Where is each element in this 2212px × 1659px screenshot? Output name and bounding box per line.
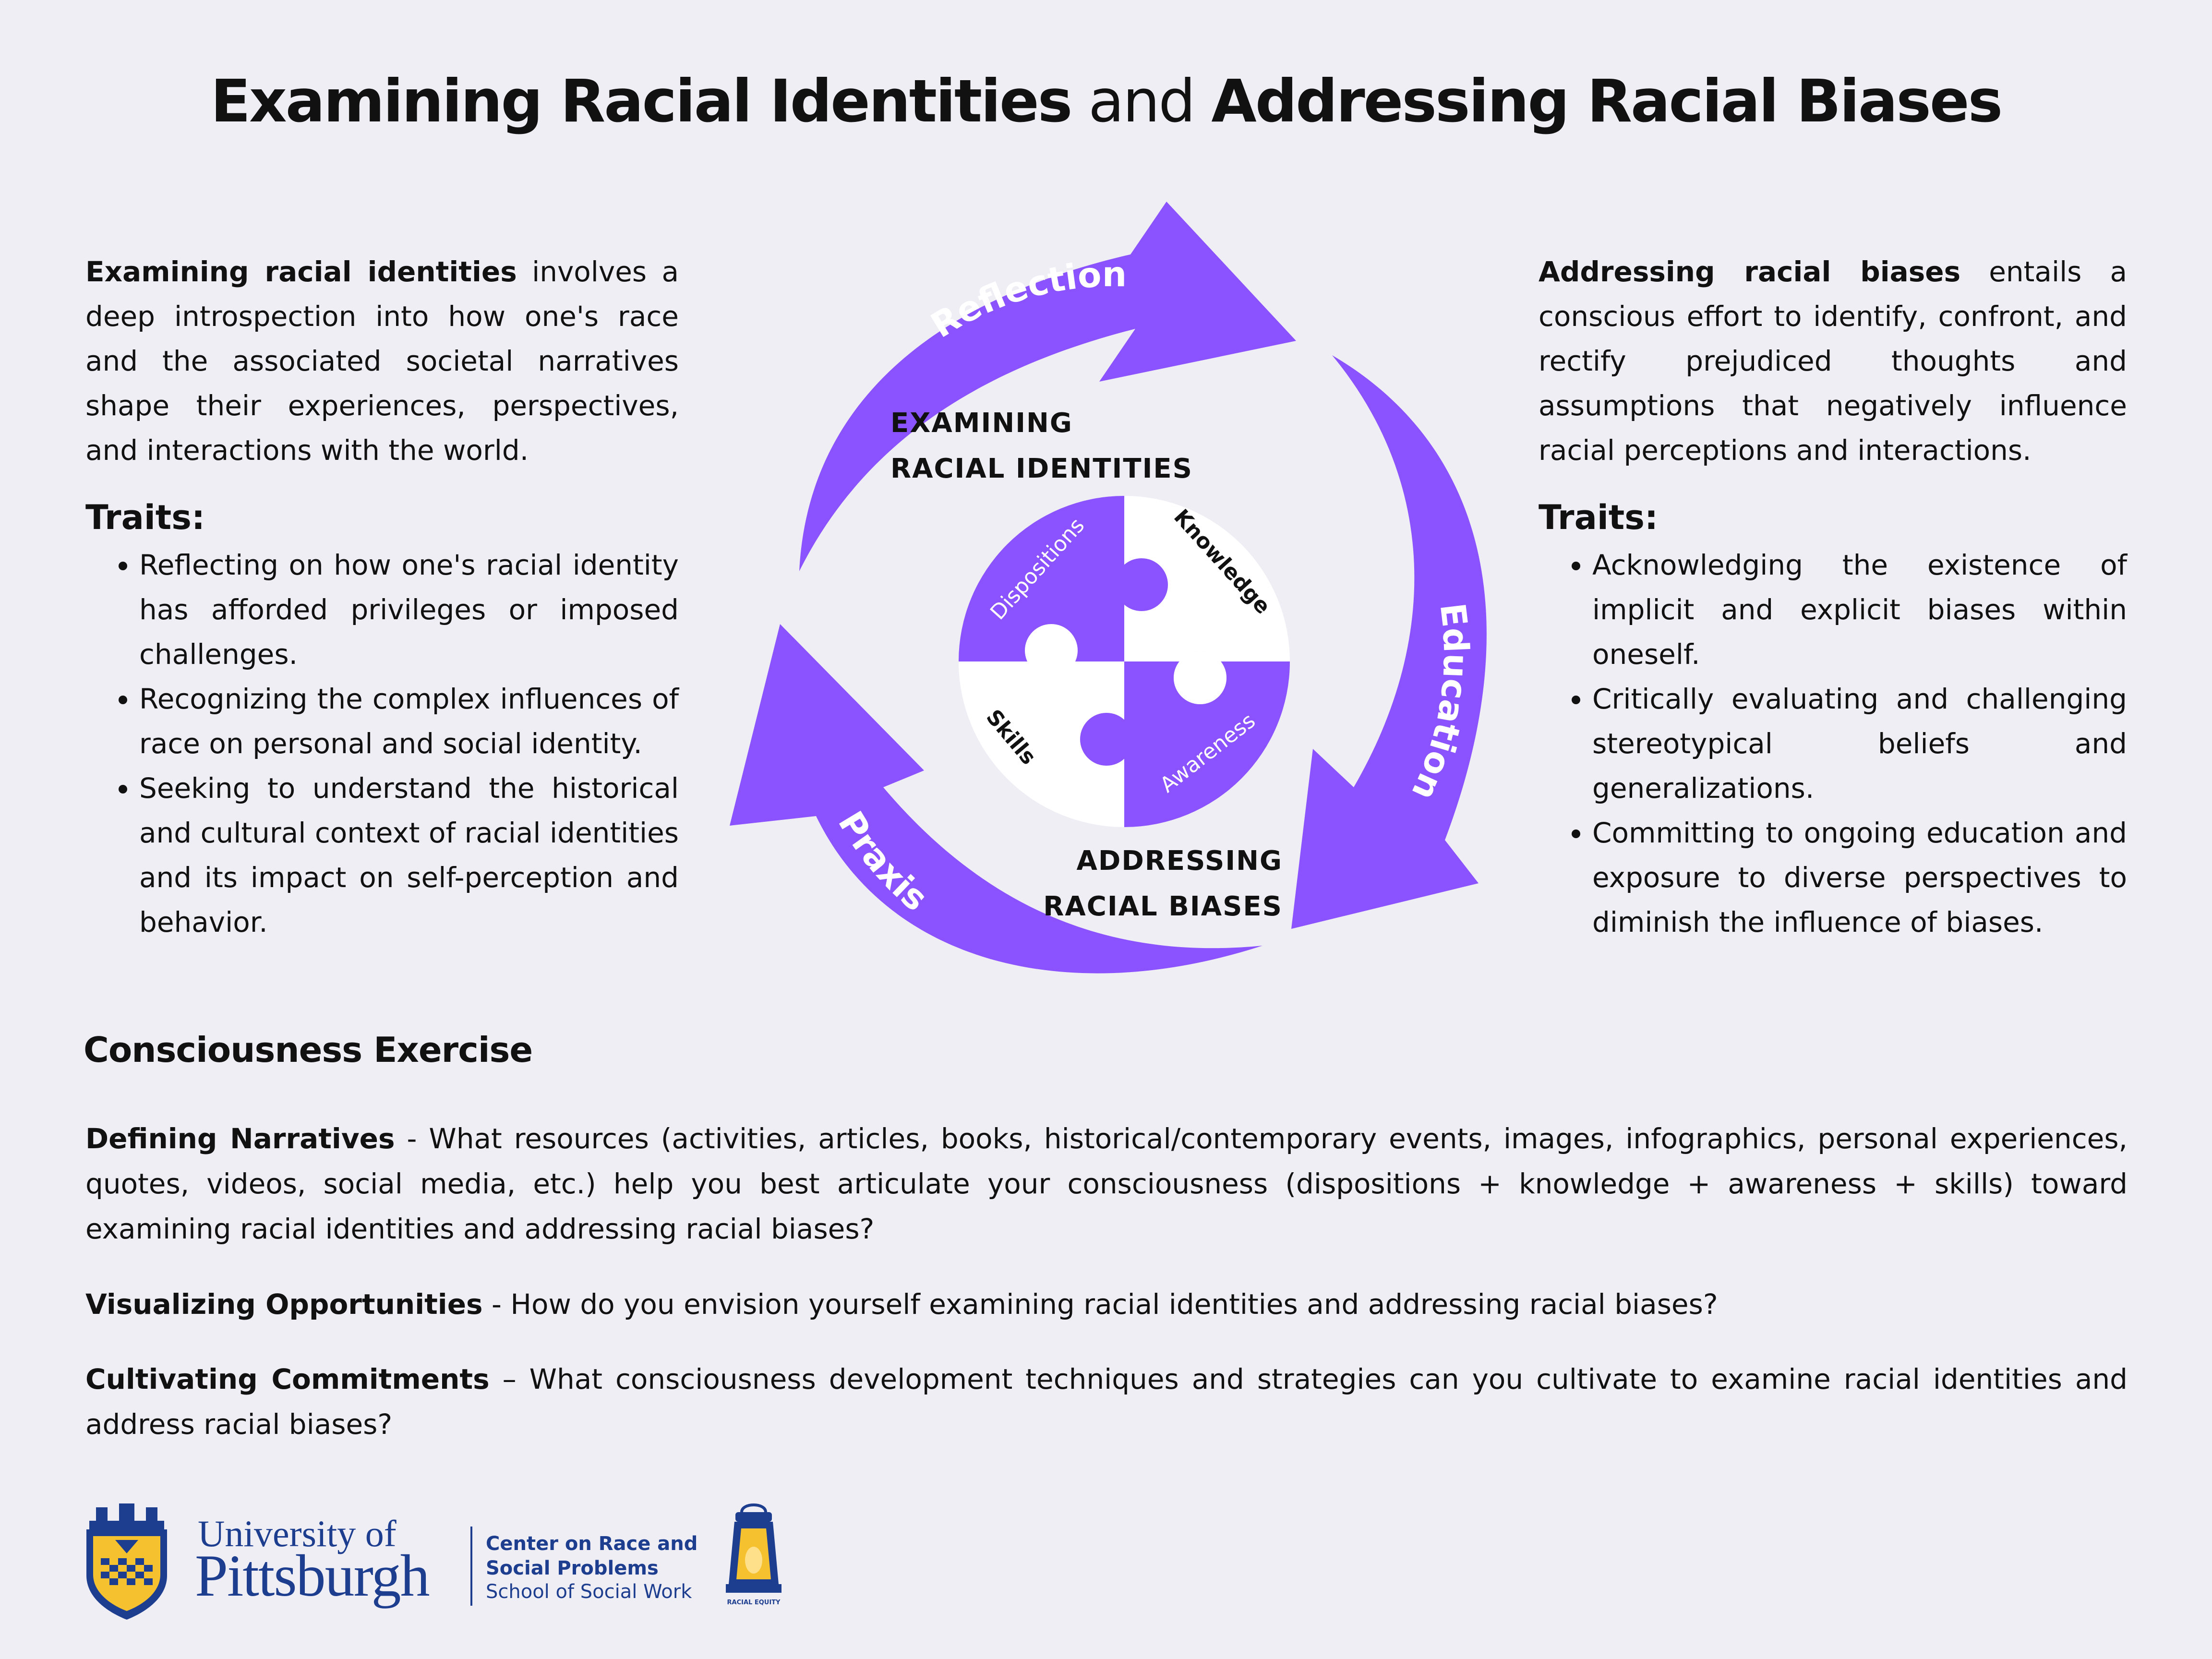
center-name-line2: Social Problems xyxy=(486,1557,659,1579)
lantern-caption: RACIAL EQUITY xyxy=(727,1599,781,1606)
addressing-intro-bold: Addressing racial biases xyxy=(1539,255,1961,288)
examining-label-line2: RACIAL IDENTITIES xyxy=(890,453,1193,484)
puzzle-piece-dispositions xyxy=(959,496,1124,661)
examining-traits-heading: Traits: xyxy=(85,498,205,537)
lantern-icon: RACIAL EQUITY xyxy=(726,1503,781,1606)
addressing-label-line2: RACIAL BIASES xyxy=(1043,891,1283,922)
puzzle-circle xyxy=(959,496,1290,827)
examining-intro-bold: Examining racial identities xyxy=(85,255,517,288)
exercise-item: Cultivating Commitments – What conscious… xyxy=(85,1357,2128,1447)
addressing-traits-heading: Traits: xyxy=(1539,498,1658,537)
exercise-item-text: - What resources (activities, articles, … xyxy=(85,1122,2128,1245)
addressing-label-line1: ADDRESSING xyxy=(1077,845,1283,877)
exercise-item-text: – What consciousness development techniq… xyxy=(85,1363,2128,1441)
praxis-arrow xyxy=(730,624,1262,974)
reflection-arrow xyxy=(799,202,1296,571)
exercise-item-title: Defining Narratives xyxy=(85,1122,395,1155)
page-title: Examining Racial Identities and Addressi… xyxy=(0,67,2212,135)
footer-divider xyxy=(470,1527,472,1606)
examining-intro-text: involves a deep introspection into how o… xyxy=(85,255,679,467)
examining-intro: Examining racial identities involves a d… xyxy=(85,250,679,473)
center-name-line3: School of Social Work xyxy=(486,1581,692,1603)
cycle-diagram: Reflection Education Praxis EXAMINING RA… xyxy=(730,202,1487,974)
puzzle-piece-awareness xyxy=(1124,661,1290,827)
list-item: Committing to ongoing education and expo… xyxy=(1592,811,2127,945)
addressing-intro: Addressing racial biases entails a consc… xyxy=(1539,250,2127,473)
addressing-traits-list: Acknowledging the existence of implicit … xyxy=(1539,543,2127,945)
list-item: Acknowledging the existence of implicit … xyxy=(1592,543,2127,677)
title-part-1: Examining Racial Identities xyxy=(210,67,1073,135)
footer-logos: RACIAL EQUITY xyxy=(86,1503,781,1620)
university-name-line1: University of xyxy=(198,1513,397,1554)
examining-traits-list: Reflecting on how one's racial identity … xyxy=(85,543,679,945)
list-item: Recognizing the complex influences of ra… xyxy=(139,677,679,766)
university-name-line2: Pittsburgh xyxy=(195,1543,430,1609)
exercise-item: Visualizing Opportunities - How do you e… xyxy=(85,1282,2128,1327)
list-item: Critically evaluating and challenging st… xyxy=(1592,677,2127,811)
examining-label-line1: EXAMINING xyxy=(890,408,1073,439)
puzzle-piece-skills xyxy=(959,661,1124,827)
examining-identities-column: Examining racial identities involves a d… xyxy=(85,250,679,945)
title-part-3: Addressing Racial Biases xyxy=(1211,67,2003,135)
center-name-line1: Center on Race and xyxy=(486,1533,698,1555)
list-item: Reflecting on how one's racial identity … xyxy=(139,543,679,677)
exercise-item-title: Visualizing Opportunities xyxy=(85,1288,483,1321)
exercise-item-text: - How do you envision yourself examining… xyxy=(482,1288,1718,1321)
education-arrow xyxy=(1291,355,1487,929)
pitt-shield-icon xyxy=(86,1503,167,1620)
puzzle-piece-knowledge xyxy=(1124,496,1290,661)
title-part-2: and xyxy=(1088,67,1196,135)
addressing-biases-column: Addressing racial biases entails a consc… xyxy=(1539,250,2127,945)
exercise-item-title: Cultivating Commitments xyxy=(85,1363,490,1395)
exercise-heading: Consciousness Exercise xyxy=(84,1030,533,1070)
addressing-intro-text: entails a conscious effort to identify, … xyxy=(1539,255,2127,467)
list-item: Seeking to understand the historical and… xyxy=(139,766,679,945)
exercise-item: Defining Narratives - What resources (ac… xyxy=(85,1116,2128,1251)
